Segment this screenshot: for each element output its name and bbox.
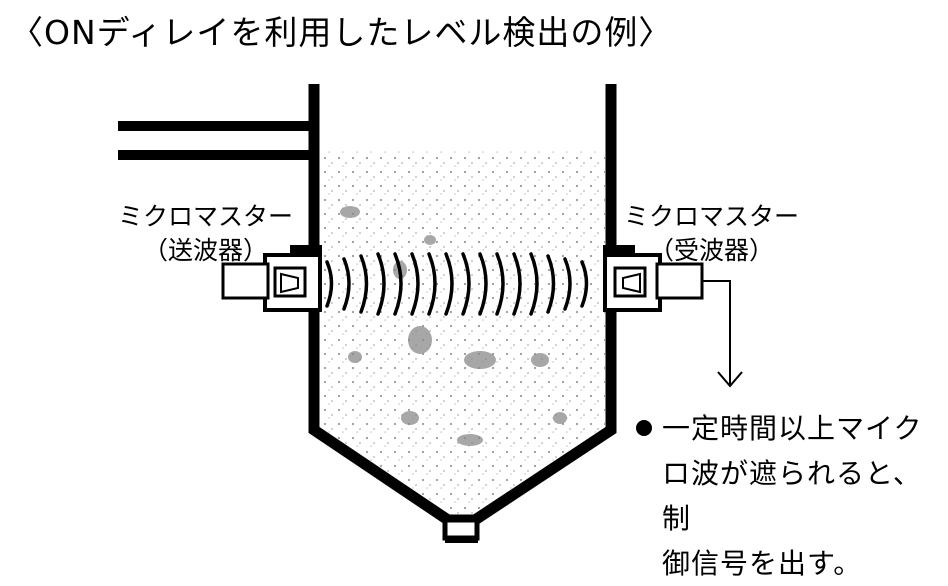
receiver-label: ミクロマスター （受波器）	[624, 200, 799, 268]
receiver-name: ミクロマスター	[624, 202, 800, 231]
hopper-outlet	[442, 517, 480, 541]
sender-role: （送波器）	[143, 236, 269, 265]
signal-arrow-icon	[717, 371, 743, 388]
microwave-beam	[325, 252, 589, 316]
sender-label: ミクロマスター （送波器）	[118, 200, 293, 268]
inlet-pipe-top	[118, 121, 318, 131]
level-detection-diagram	[118, 84, 743, 543]
sender-name: ミクロマスター	[118, 202, 294, 231]
receiver-role: （受波器）	[649, 236, 775, 265]
sender-sensor	[221, 245, 322, 312]
note-line-1: 一定時間以上マイク	[662, 412, 923, 445]
signal-wire	[702, 280, 731, 385]
material-fill	[318, 150, 605, 520]
material-clumps	[340, 206, 567, 446]
diagram-title: 〈ONディレイを利用したレベル検出の例〉	[10, 13, 673, 52]
inlet-pipe-bottom	[118, 150, 318, 160]
note-line-2: ロ波が遮られると、制	[662, 457, 922, 535]
note-text: 一定時間以上マイク ロ波が遮られると、制 御信号を出す。	[662, 406, 948, 586]
receiver-sensor	[603, 245, 704, 312]
note-bullet-icon	[636, 420, 652, 436]
